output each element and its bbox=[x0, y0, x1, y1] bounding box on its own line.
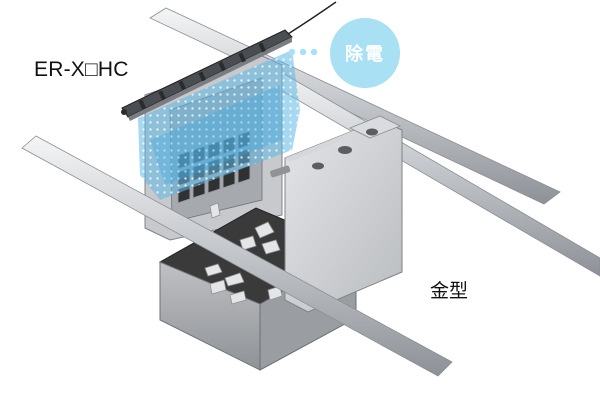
model-label: ER-X□HC bbox=[34, 58, 129, 81]
ion-cloud bbox=[138, 50, 300, 200]
dots-icon bbox=[288, 48, 318, 56]
discharge-label: 除電 bbox=[345, 44, 385, 65]
mold-block-front bbox=[270, 115, 403, 313]
front-guide-rod bbox=[21, 135, 453, 377]
ionizer-bar-icon bbox=[121, 1, 337, 121]
mold-label: 金型 bbox=[430, 280, 469, 302]
discharge-bubble: 除電 bbox=[330, 18, 400, 88]
